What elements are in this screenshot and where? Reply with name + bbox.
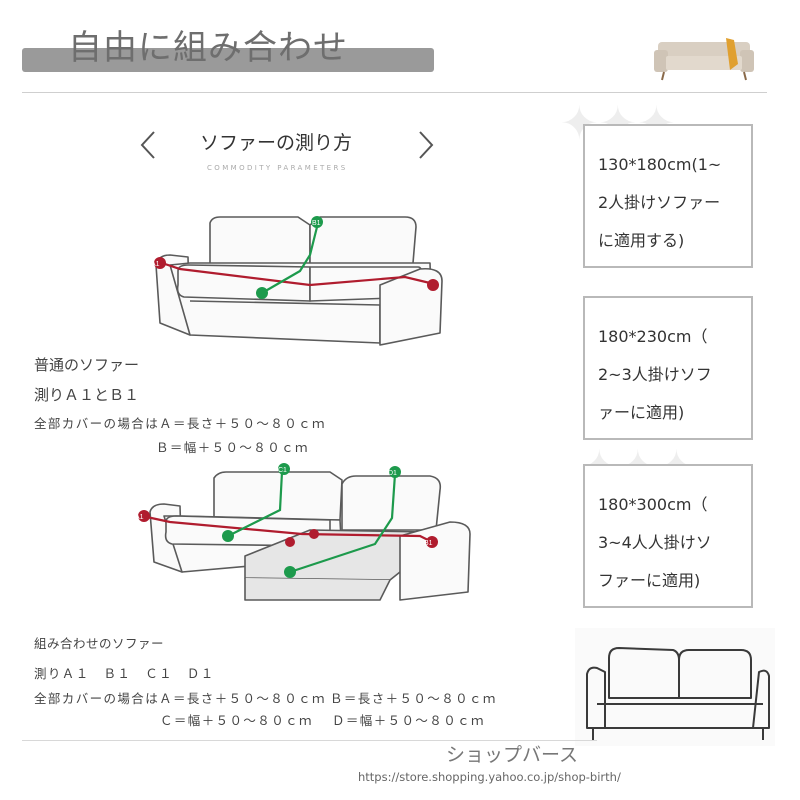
section-subtitle: COMMODITY PARAMETERS (207, 164, 348, 172)
size-option-line: 130*180cm(1~ (598, 155, 722, 174)
shop-url-link[interactable]: https://store.shopping.yahoo.co.jp/shop-… (358, 770, 621, 784)
page-title: 自由に組み合わせ (68, 28, 348, 68)
standard-sofa-diagram: A1 B1 (151, 216, 443, 346)
combo-marker-c1-label: C1 (278, 467, 287, 474)
combo-marker-a1-label: A1 (135, 514, 144, 521)
header-divider (22, 92, 767, 93)
standard-cover-line-1: 全部カバーの場合はＡ＝長さ＋５０～８０ｃｍ (34, 416, 326, 431)
size-option-line: ァーに適用) (598, 403, 685, 422)
combo-cover-line-1a: 全部カバーの場合はＡ＝長さ＋５０～８０ｃｍ (34, 691, 326, 706)
header-bar (22, 48, 434, 72)
combo-measure: 測りＡ１ Ｂ１ Ｃ１ Ｄ１ (34, 666, 215, 681)
size-option-text: 180*300cm（ 3~4人人掛けソ ファーに適用) (598, 486, 712, 600)
standard-cover-line-2: Ｂ＝幅＋５０～８０ｃｍ (156, 440, 309, 455)
standard-measure: 測りＡ１とＢ１ (34, 386, 140, 404)
size-option-card: 180*230cm（ 2~3人掛けソフ ァーに適用) (583, 296, 753, 440)
size-option-line: 2人掛けソファー (598, 193, 721, 212)
combo-marker-b1-label: B1 (424, 540, 433, 547)
marker-b1-label: B1 (312, 220, 321, 227)
size-option-line: に適用する) (598, 231, 685, 250)
size-option-line: 3~4人人掛けソ (598, 533, 712, 552)
combo-heading: 組み合わせのソファー (34, 636, 165, 651)
size-option-card: 180*300cm（ 3~4人人掛けソ ファーに適用) (583, 464, 753, 608)
chevron-right-icon[interactable] (412, 128, 438, 162)
marker-a1-label: A1 (151, 261, 160, 268)
combo-cover-line-2b: Ｄ＝幅＋５０～８０ｃｍ (332, 713, 485, 728)
size-option-line: 2~3人掛けソフ (598, 365, 712, 384)
size-option-text: 180*230cm（ 2~3人掛けソフ ァーに適用) (598, 318, 712, 432)
chevron-left-icon[interactable] (136, 128, 162, 162)
standard-heading: 普通のソファー (34, 356, 140, 374)
size-option-line: 180*300cm（ (598, 495, 708, 514)
sofa-outline-icon (575, 628, 775, 746)
combo-cover-line-2a: Ｃ＝幅＋５０～８０ｃｍ (160, 713, 313, 728)
shop-brand: ショップバース (446, 744, 579, 766)
size-option-line: ファーに適用) (598, 571, 701, 590)
size-option-text: 130*180cm(1~ 2人掛けソファー に適用する) (598, 146, 721, 260)
size-option-line: 180*230cm（ (598, 327, 708, 346)
size-option-card: 130*180cm(1~ 2人掛けソファー に適用する) (583, 124, 753, 268)
section-title: ソファーの測り方 (200, 132, 353, 154)
footer-divider (22, 740, 597, 741)
combo-cover-line-1b: Ｂ＝長さ＋５０～８０ｃｍ (330, 691, 497, 706)
sofa-thumbnail-icon (654, 38, 754, 81)
combination-sofa-diagram: A1 B1 C1 D1 (135, 463, 471, 601)
combo-marker-d1-label: D1 (388, 470, 397, 477)
